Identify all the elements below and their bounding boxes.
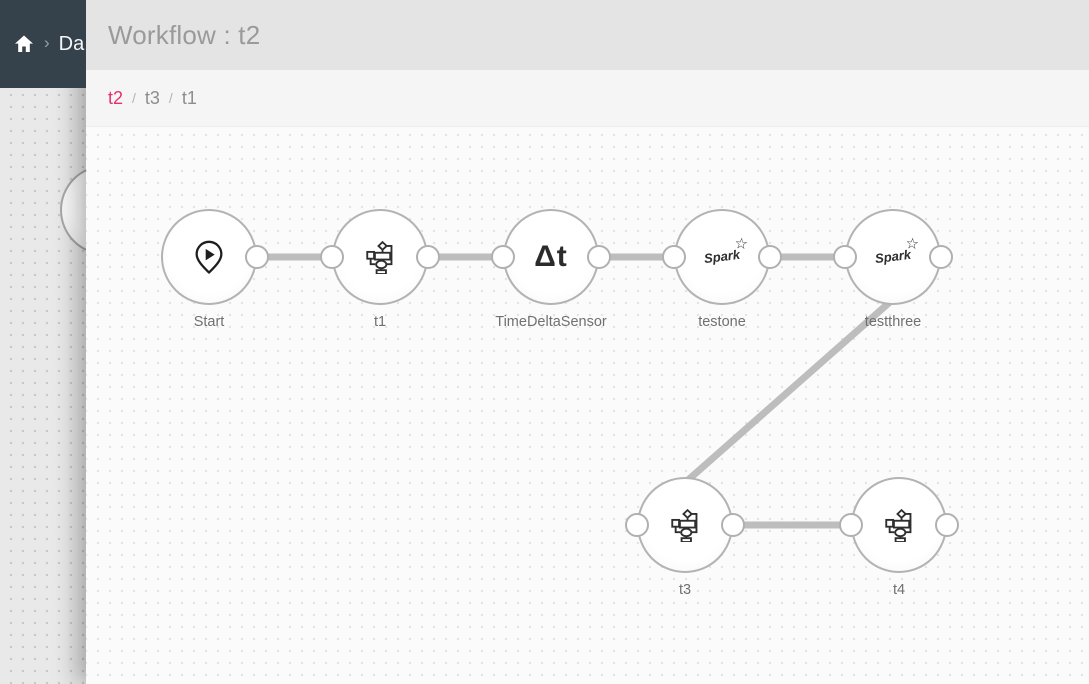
spark-icon: Spark ☆: [703, 235, 748, 268]
port-out-timedeltasensor[interactable]: [587, 245, 611, 269]
port-out-testone[interactable]: [758, 245, 782, 269]
delta-t-icon: Δt: [534, 240, 568, 273]
workflow-dag-icon: [885, 508, 912, 542]
background-page: › Da: [0, 0, 86, 684]
port-in-testone[interactable]: [662, 245, 686, 269]
port-in-t3[interactable]: [625, 513, 649, 537]
breadcrumb-separator: /: [168, 90, 173, 106]
port-in-t1[interactable]: [320, 245, 344, 269]
node-testthree[interactable]: Spark ☆ testthree: [833, 209, 953, 330]
node-timedeltasensor[interactable]: Δt TimeDeltaSensor: [491, 209, 611, 330]
workflow-panel: Workflow : t2 t2 / t3 / t1 Start: [86, 0, 1089, 684]
page-title: Workflow : t2: [108, 19, 261, 50]
workflow-dag-icon: [366, 240, 393, 274]
home-icon[interactable]: [14, 34, 34, 54]
workflow-dag-icon: [671, 508, 698, 542]
breadcrumb-item-t3[interactable]: t3: [144, 87, 160, 108]
node-label: t4: [892, 582, 906, 598]
panel-header: Workflow : t2: [86, 0, 1089, 70]
start-pin-play-icon: [195, 240, 223, 274]
node-t4[interactable]: t4: [839, 477, 959, 598]
node-label: testthree: [864, 314, 922, 330]
node-t1[interactable]: t1: [320, 209, 440, 330]
port-out-t3[interactable]: [721, 513, 745, 537]
node-t3[interactable]: t3: [625, 477, 745, 598]
port-out-start[interactable]: [245, 245, 269, 269]
node-label: testone: [698, 314, 746, 330]
app-top-bar: › Da: [0, 0, 86, 88]
edges-svg: [257, 253, 944, 529]
port-out-t4[interactable]: [935, 513, 959, 537]
port-in-timedeltasensor[interactable]: [491, 245, 515, 269]
node-label: TimeDeltaSensor: [495, 314, 607, 330]
node-start[interactable]: Start: [161, 209, 269, 330]
breadcrumb-item-t2[interactable]: t2: [108, 87, 124, 108]
breadcrumb-separator: /: [132, 90, 136, 106]
port-out-t1[interactable]: [416, 245, 440, 269]
workflow-canvas[interactable]: Start t1 Δt TimeDeltaSensor: [86, 127, 1089, 683]
app-breadcrumb-fragment[interactable]: Da: [58, 32, 85, 55]
spark-star-icon: ☆: [904, 235, 920, 254]
spark-icon: Spark ☆: [874, 235, 919, 268]
port-in-testthree[interactable]: [833, 245, 857, 269]
chevron-right-icon: ›: [44, 33, 50, 52]
port-out-testthree[interactable]: [929, 245, 953, 269]
background-node-circle: [60, 165, 86, 255]
workflow-breadcrumb: t2 / t3 / t1: [86, 70, 1089, 127]
node-label: t3: [678, 582, 692, 598]
node-testone[interactable]: Spark ☆ testone: [662, 209, 782, 330]
spark-star-icon: ☆: [733, 235, 749, 254]
port-in-t4[interactable]: [839, 513, 863, 537]
breadcrumb-item-t1[interactable]: t1: [181, 87, 197, 108]
node-label: t1: [373, 314, 387, 330]
node-label: Start: [193, 314, 225, 330]
